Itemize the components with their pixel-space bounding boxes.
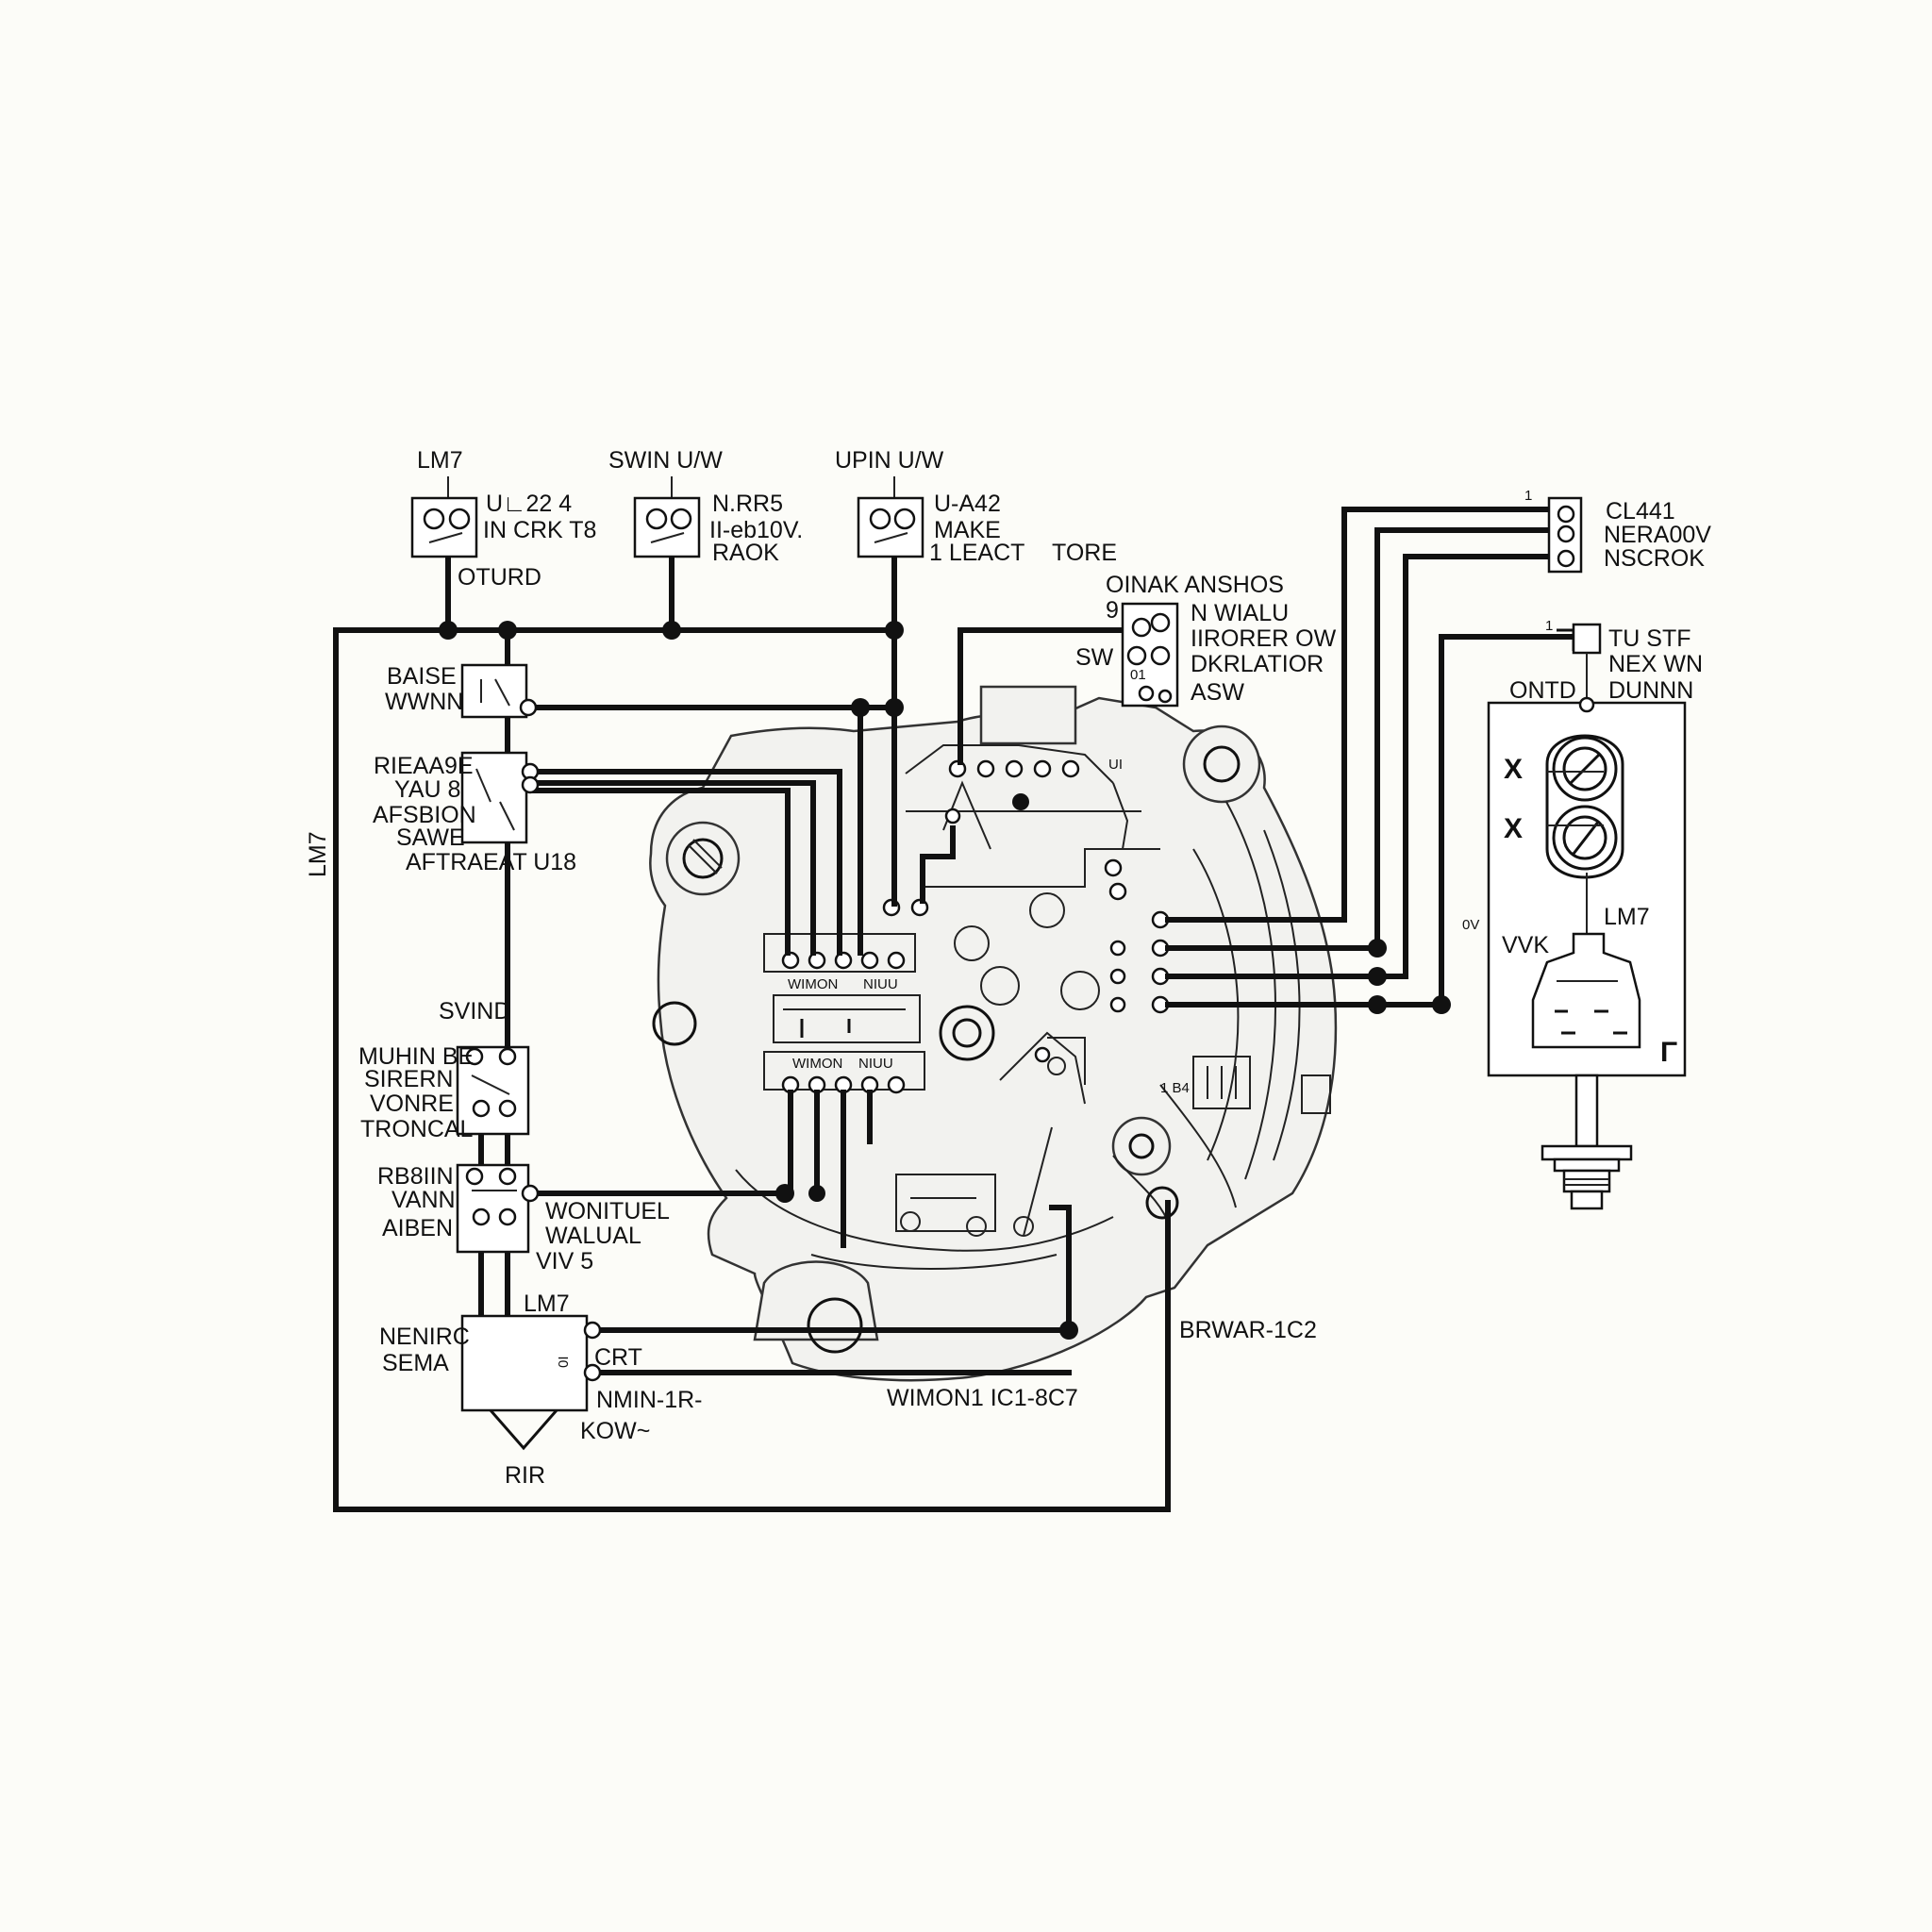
switch-left-label: SW (1075, 644, 1114, 671)
left-block-2-line-3: AFSBION (373, 802, 476, 828)
left-block-1: BAISE WWNN (385, 663, 538, 719)
right-block-line-3: DUNNN (1608, 677, 1693, 704)
center-right-label: BRWAR-1C2 (1179, 1317, 1317, 1343)
top-component-2-line-2: II-eb10V. (709, 517, 803, 543)
board-label-3: WIMON (792, 1056, 842, 1072)
top-component-2-line-1: N.RR5 (712, 491, 783, 517)
bottom-unit-below-2: KOW~ (580, 1418, 650, 1444)
right-block-left-mark-2: VVK (1502, 932, 1549, 958)
right-block-line-1: TU STF (1608, 625, 1691, 652)
left-block-2-sub: AFTRAEAT U18 (406, 849, 576, 875)
top-component-3-line-3: 1 LEACT (929, 540, 1024, 566)
top-component-3-title: UPIN U/W (835, 447, 944, 474)
left-vertical-label: LM7 (305, 831, 331, 877)
meter-label: LM7 (1604, 904, 1650, 930)
left-block-4-line-2: VANN (391, 1187, 456, 1213)
bottom-unit-right-1: 0I (556, 1356, 572, 1368)
bottom-left-unit: LM7 NENIRC SEMA 0I CRT NMIN-1R- KOW~ RIR (379, 1291, 703, 1489)
top-component-3-line-2: MAKE (934, 517, 1001, 543)
gauge-x-mark-1: X (1504, 754, 1523, 785)
top-component-1-line-2: IN CRK T8 (483, 517, 596, 543)
right-block-corner: Γ (1660, 1037, 1677, 1068)
terminals (781, 759, 1170, 1094)
left-block-2: RIEAA9E YAU 8 AFSBION SAWE AFTRAEAT U18 (373, 751, 576, 875)
left-block-4-side-1: WONITUEL (545, 1198, 670, 1224)
left-block-4-side-2: WALUAL (545, 1223, 641, 1249)
board-label-4: NIUU (858, 1056, 893, 1072)
bottom-unit-title: LM7 (524, 1291, 570, 1317)
top-component-3-sub: TORE (1052, 540, 1117, 566)
right-terminal-line-2: NERA00V (1604, 522, 1711, 548)
switch-line-3: DKRLATIOR (1191, 651, 1324, 677)
bottom-unit-below-1: NMIN-1R- (596, 1387, 703, 1413)
left-block-3-line-2: SIRERN (364, 1066, 453, 1092)
board-label-2: NIUU (863, 976, 898, 992)
left-block-4-side-3: VIV 5 (536, 1248, 593, 1274)
junction-nodes (439, 621, 1451, 1340)
board-label-1: WIMON (788, 976, 838, 992)
left-block-3-line-3: VONRE (370, 1091, 454, 1117)
switch-component: OINAK ANSHOS 9 01 SW N WIALU IIRORER OW … (1075, 572, 1337, 708)
top-component-2: SWIN U/W N.RR5 II-eb10V. RAOK (608, 447, 803, 566)
right-control-block: 1 TU STF NEX WN DUNNN ONTD X X LM7 0V VV… (1462, 618, 1703, 1210)
right-terminal-strip: 1 CL441 NERA00V NSCROK (1524, 488, 1711, 574)
top-component-2-title: SWIN U/W (608, 447, 723, 474)
top-component-2-line-3: RAOK (712, 540, 779, 566)
switch-line-2: IIRORER OW (1191, 625, 1337, 652)
body-mark: 1 B4 (1160, 1080, 1190, 1096)
gauge-x-mark-2: X (1504, 813, 1523, 844)
top-component-1: LM7 U∟22 4 IN CRK T8 OTURD (410, 447, 596, 591)
right-block-header: ONTD (1509, 677, 1576, 704)
bottom-unit-left-1: NENIRC (379, 1324, 470, 1350)
top-component-3: UPIN U/W U-A42 MAKE 1 LEACT TORE (835, 447, 1117, 566)
right-block-num: 1 (1545, 618, 1553, 634)
right-terminal-line-1: CL441 (1606, 498, 1675, 525)
left-block-1-line-2: WWNN (385, 689, 463, 715)
left-block-3-line-1: MUHIN BE (358, 1043, 474, 1070)
left-block-3-line-4: TRONCAL (360, 1116, 474, 1142)
switch-mark: 01 (1130, 667, 1146, 683)
switch-num: 9 (1106, 597, 1119, 624)
switch-title: OINAK ANSHOS (1106, 572, 1284, 598)
top-component-1-sub: OTURD (458, 564, 541, 591)
right-terminal-num: 1 (1524, 488, 1532, 504)
terminal-board: WIMON NIUU WIMON NIUU 1 B4 UI (763, 757, 1190, 1237)
right-block-left-mark-1: 0V (1462, 917, 1479, 933)
top-component-3-line-1: U-A42 (934, 491, 1001, 517)
right-terminal-line-3: NSCROK (1604, 545, 1705, 572)
left-block-1-line-1: BAISE (387, 663, 457, 690)
left-block-3-title: SVIND (439, 998, 510, 1024)
top-component-1-line-1: U∟22 4 (486, 491, 572, 517)
bottom-unit-base: RIR (505, 1462, 545, 1489)
left-block-2-line-4: SAWE (396, 824, 465, 851)
left-block-4-line-3: AIBEN (382, 1215, 453, 1241)
left-block-2-line-2: YAU 8 (394, 776, 460, 803)
center-bottom-label: WIMON1 IC1-8C7 (887, 1385, 1078, 1411)
top-component-1-title: LM7 (417, 447, 463, 474)
right-block-line-2: NEX WN (1608, 651, 1703, 677)
body-mark-top: UI (1108, 757, 1123, 773)
left-block-3: SVIND MUHIN BE SIRERN VONRE TRONCAL (358, 998, 530, 1142)
switch-line-1: N WIALU (1191, 600, 1289, 626)
left-block-2-line-1: RIEAA9E (374, 753, 474, 779)
bottom-unit-right-2: CRT (594, 1344, 642, 1371)
switch-line-4: ASW (1191, 679, 1244, 706)
left-block-4: RB8IIN VANN AIBEN WONITUEL WALUAL VIV 5 (377, 1163, 670, 1274)
bottom-unit-left-2: SEMA (382, 1350, 449, 1376)
left-block-4-line-1: RB8IIN (377, 1163, 454, 1190)
